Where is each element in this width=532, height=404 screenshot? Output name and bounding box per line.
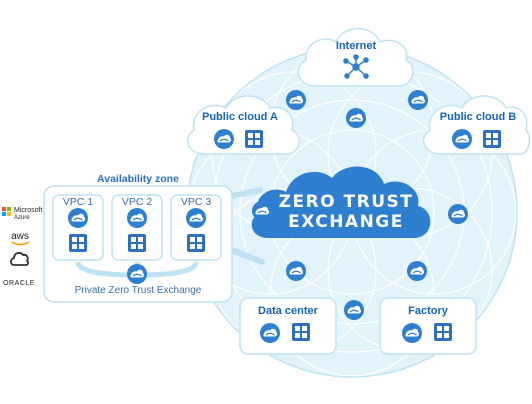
- vpc-3-label: VPC 3: [181, 196, 212, 208]
- zscaler-cloud-icon: [447, 203, 469, 225]
- azure-text: Azure: [14, 215, 30, 221]
- server-grid-icon: [434, 323, 452, 341]
- zscaler-cloud-icon: [285, 260, 307, 282]
- vpc-1: VPC 1: [52, 194, 104, 261]
- data-center-label: Data center: [258, 305, 319, 317]
- server-grid-icon: [187, 234, 205, 252]
- server-grid-icon: [292, 323, 310, 341]
- oracle-logo: ORACLE: [3, 280, 35, 287]
- cloud-provider-logos: Microsoft Azure aws ORACLE: [2, 207, 42, 287]
- server-grid-icon: [128, 234, 146, 252]
- zscaler-cloud-icon: [259, 322, 281, 344]
- public-cloud-b-label: Public cloud B: [440, 111, 516, 123]
- network-hub-icon: [343, 54, 369, 79]
- data-center-node: Data center: [239, 297, 337, 355]
- zscaler-cloud-icon: [345, 107, 367, 129]
- server-grid-icon: [245, 130, 263, 148]
- aws-text: aws: [11, 231, 29, 242]
- internet-label: Internet: [336, 40, 377, 52]
- zscaler-cloud-icon: [67, 207, 89, 229]
- availability-zone: Availability zone VPC 1 VPC 2 VPC 3 Priv…: [43, 173, 233, 303]
- zscaler-cloud-icon: [451, 128, 473, 150]
- zero-trust-exchange-cloud: ZERO TRUST EXCHANGE: [251, 166, 431, 238]
- az-link-lines: [229, 187, 265, 265]
- zscaler-cloud-icon: [251, 200, 273, 222]
- vpc-2: VPC 2: [111, 194, 163, 261]
- zscaler-cloud-icon: [406, 260, 428, 282]
- microsoft-text: Microsoft: [14, 207, 42, 214]
- zscaler-cloud-icon: [213, 128, 235, 150]
- zscaler-cloud-icon: [401, 322, 423, 344]
- factory-label: Factory: [408, 305, 449, 317]
- zscaler-cloud-icon: [285, 89, 307, 111]
- server-grid-icon: [69, 234, 87, 252]
- public-cloud-a-node: Public cloud A: [186, 95, 300, 155]
- vpc-1-label: VPC 1: [63, 196, 94, 208]
- public-cloud-b-node: Public cloud B: [422, 95, 531, 155]
- factory-node: Factory: [379, 297, 477, 355]
- center-title-line2: EXCHANGE: [288, 212, 404, 232]
- aws-logo: aws: [11, 231, 30, 246]
- vpc-3: VPC 3: [170, 194, 222, 261]
- center-title-line1: ZERO TRUST: [279, 192, 414, 212]
- zscaler-cloud-icon: [126, 263, 148, 285]
- microsoft-azure-logo: Microsoft Azure: [2, 207, 42, 221]
- zscaler-cloud-icon: [185, 207, 207, 229]
- zscaler-cloud-icon: [126, 207, 148, 229]
- zscaler-cloud-icon: [407, 89, 429, 111]
- internet-node: Internet: [297, 27, 414, 87]
- vpc-2-label: VPC 2: [122, 196, 153, 208]
- availability-zone-title: Availability zone: [97, 173, 179, 185]
- server-grid-icon: [483, 130, 501, 148]
- public-cloud-a-label: Public cloud A: [202, 111, 278, 123]
- private-zte-label: Private Zero Trust Exchange: [75, 285, 202, 296]
- zscaler-cloud-icon: [343, 299, 365, 321]
- google-cloud-icon: [10, 251, 29, 266]
